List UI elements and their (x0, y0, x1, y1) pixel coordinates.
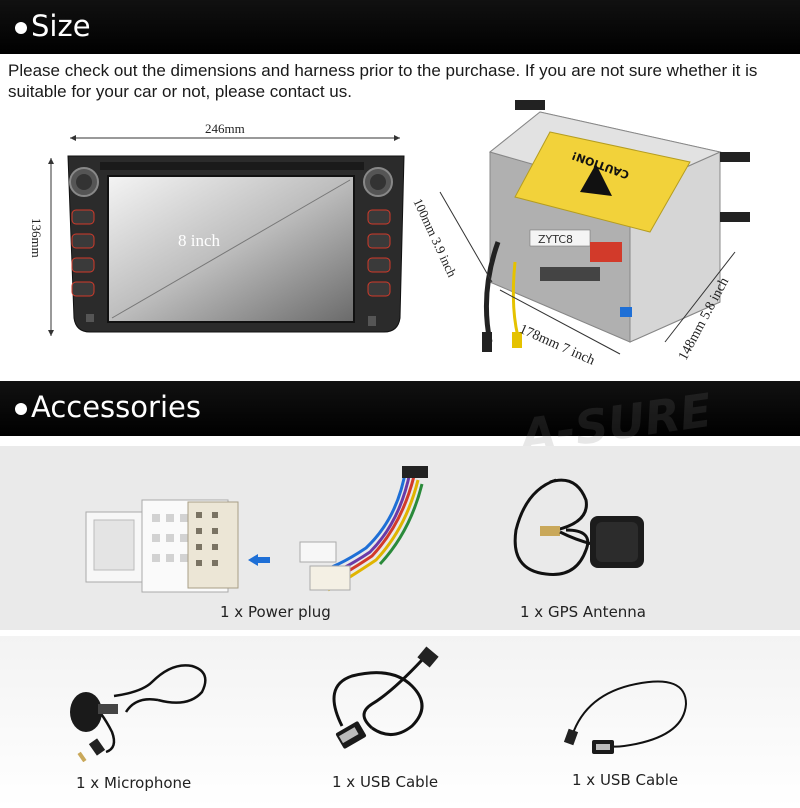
width-dimension-label: 246mm (205, 121, 245, 136)
bullet-icon (15, 403, 27, 415)
bullet-icon (15, 22, 27, 34)
height-dimension-label: 136mm (29, 218, 44, 258)
microphone-caption: 1 x Microphone (76, 774, 192, 792)
usb-cable-icon (332, 646, 439, 749)
size-title: Size (31, 9, 91, 43)
usb-cable-caption-1: 1 x USB Cable (332, 773, 439, 791)
unit-model-text: ZYTC8 (538, 233, 573, 246)
usb-cable-caption-2: 1 x USB Cable (572, 771, 679, 789)
gps-antenna-caption: 1 x GPS Antenna (520, 603, 646, 621)
accessories-header-band: Accessories (0, 381, 800, 436)
head-unit-front-diagram (48, 135, 405, 336)
size-intro-text: Please check out the dimensions and harn… (8, 61, 758, 101)
microphone-icon (70, 664, 207, 762)
accessories-title: Accessories (31, 390, 201, 424)
power-plug-caption: 1 x Power plug (220, 603, 331, 621)
usb-cable-short-icon (563, 680, 688, 754)
head-unit-chassis-diagram: CAUTION! ZYTC8 (439, 100, 750, 355)
screen-size-label: 8 inch (178, 231, 221, 250)
accessory-row-2 (0, 636, 800, 808)
power-plug-icon (85, 466, 428, 593)
size-header-band: Size (0, 0, 800, 54)
gps-antenna-icon (513, 478, 644, 576)
